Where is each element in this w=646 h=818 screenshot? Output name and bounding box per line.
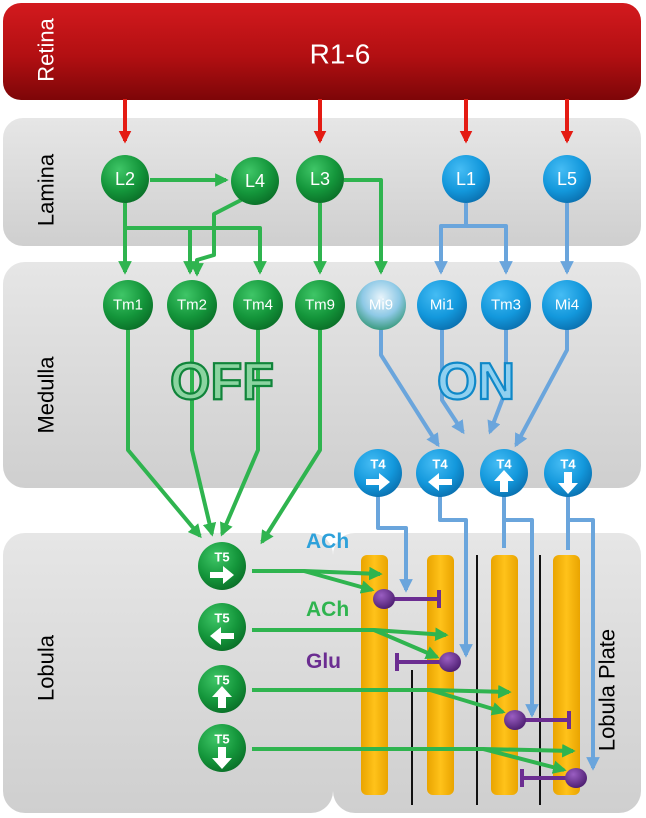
lobula-layer <box>3 533 333 813</box>
off-pathway-connections <box>118 173 576 774</box>
neuron-mi4: Mi4 <box>542 280 592 330</box>
neuron-tm9: Tm9 <box>295 280 345 330</box>
t5-down: T5 <box>198 724 246 772</box>
svg-text:T5: T5 <box>214 611 229 626</box>
arrow-right-icon <box>210 566 234 584</box>
t5-up: T5 <box>198 665 246 713</box>
neuron-l4: L4 <box>231 157 279 205</box>
lp-band-3 <box>491 555 518 795</box>
lp-terminal-1 <box>373 589 395 609</box>
svg-text:L2: L2 <box>115 169 135 189</box>
neuron-l3: L3 <box>296 155 344 203</box>
svg-text:T5: T5 <box>214 550 229 565</box>
lamina-neurons: L2 L4 L3 L1 L5 <box>101 155 591 205</box>
lp-terminal-3 <box>504 710 526 730</box>
retina-input-arrows <box>118 99 574 144</box>
arrow-up-icon <box>494 470 514 492</box>
lobula-plate-bands <box>361 555 580 805</box>
neuron-tm4: Tm4 <box>233 280 283 330</box>
t4-neurons: T4 T4 T4 T4 <box>354 449 592 497</box>
ach-label-1: ACh <box>306 530 349 553</box>
on-pathway-connections <box>376 203 600 771</box>
svg-text:Tm2: Tm2 <box>177 297 207 314</box>
svg-text:L3: L3 <box>310 169 330 189</box>
lp-band-4 <box>553 555 580 795</box>
t4-up: T4 <box>480 449 528 497</box>
neuron-l5: L5 <box>543 155 591 203</box>
arrow-right-icon <box>366 473 390 491</box>
lamina-label: Lamina <box>34 153 59 226</box>
inhibitory-synapse-terminals <box>373 589 587 788</box>
retina-label: Retina <box>34 17 59 81</box>
lp-terminal-2 <box>439 652 461 672</box>
t5-neurons: T5 T5 T5 T5 <box>198 542 246 772</box>
lp-band-2 <box>427 555 454 795</box>
neuron-l2: L2 <box>101 155 149 203</box>
svg-text:Mi9: Mi9 <box>369 297 393 314</box>
retina-layer <box>3 3 641 100</box>
ach-label-2: ACh <box>306 598 349 621</box>
neuron-tm1: Tm1 <box>103 280 153 330</box>
t5-left: T5 <box>198 603 246 651</box>
svg-text:Mi1: Mi1 <box>430 297 454 314</box>
receptor-label: R1-6 <box>310 39 371 70</box>
neuron-tm3: Tm3 <box>481 280 531 330</box>
svg-text:T4: T4 <box>496 457 512 472</box>
svg-text:T5: T5 <box>214 732 229 747</box>
t4-left: T4 <box>416 449 464 497</box>
lp-band-1 <box>361 555 388 795</box>
svg-text:T4: T4 <box>560 457 576 472</box>
svg-text:Tm1: Tm1 <box>113 297 143 314</box>
t4-down: T4 <box>544 449 592 497</box>
arrow-down-icon <box>558 472 578 494</box>
svg-text:L1: L1 <box>456 169 476 189</box>
neuron-mi9: Mi9 <box>356 280 406 330</box>
svg-text:T4: T4 <box>370 457 386 472</box>
svg-text:T4: T4 <box>432 457 448 472</box>
arrow-down-icon <box>212 747 232 769</box>
svg-text:T5: T5 <box>214 673 229 688</box>
svg-text:Tm4: Tm4 <box>243 297 273 314</box>
t5-right: T5 <box>198 542 246 590</box>
off-pathway-label: OFF <box>170 353 274 411</box>
svg-text:L5: L5 <box>557 169 577 189</box>
svg-text:Tm9: Tm9 <box>305 297 335 314</box>
arrow-left-icon <box>428 473 452 491</box>
svg-text:Tm3: Tm3 <box>491 297 521 314</box>
neuron-l1: L1 <box>442 155 490 203</box>
arrow-up-icon <box>212 686 232 708</box>
glu-label: Glu <box>306 650 341 673</box>
arrow-left-icon <box>210 627 234 645</box>
medulla-label: Medulla <box>34 356 59 434</box>
lobula-label: Lobula <box>34 634 59 701</box>
neuron-tm2: Tm2 <box>167 280 217 330</box>
on-pathway-label: ON <box>437 353 515 411</box>
t4-right: T4 <box>354 449 402 497</box>
svg-text:Mi4: Mi4 <box>555 297 579 314</box>
lobula-plate-label: Lobula Plate <box>595 629 620 751</box>
lp-terminal-4 <box>565 768 587 788</box>
medulla-neurons: Tm1 Tm2 Tm4 Tm9 Mi9 Mi1 Tm3 Mi4 <box>103 280 592 330</box>
neuron-mi1: Mi1 <box>417 280 467 330</box>
svg-text:L4: L4 <box>245 171 265 191</box>
